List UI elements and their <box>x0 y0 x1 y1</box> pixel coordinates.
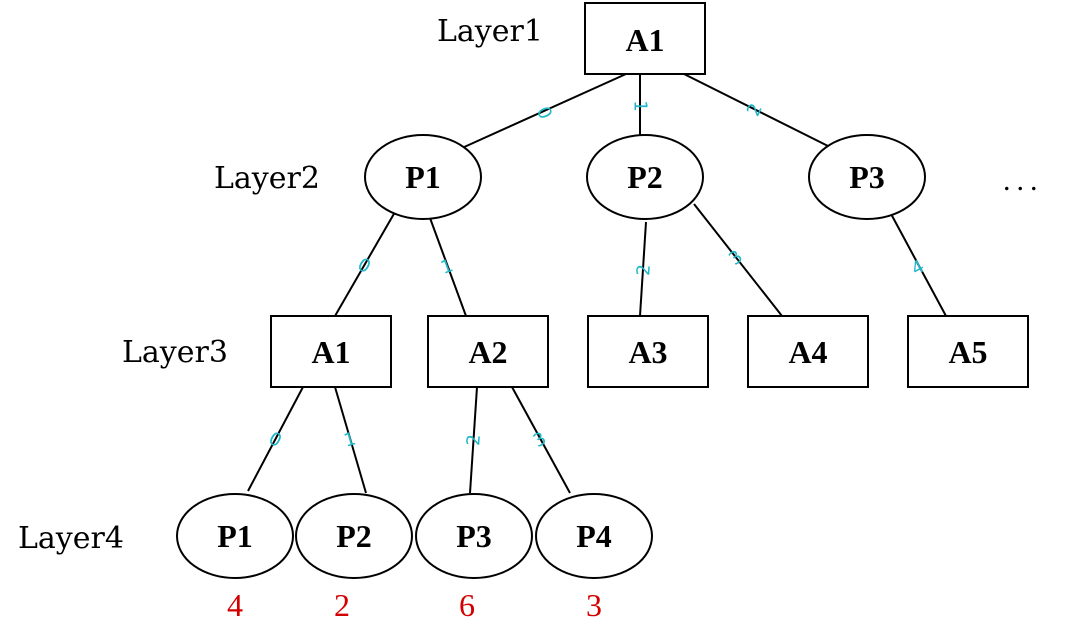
edge-p1-a2 <box>429 217 467 317</box>
layer2-node-p3-label: P3 <box>849 159 885 195</box>
edge-root-p3 <box>683 73 833 149</box>
root-node-label: A1 <box>625 22 664 58</box>
layer3-node-a1: A1 <box>270 315 392 388</box>
edge-label-a1-p2: 1 <box>342 428 359 451</box>
edge-label-root-p2: 1 <box>630 100 651 111</box>
leaf-scores: 4 2 6 3 <box>227 587 602 623</box>
edge-label-p2-a3: 2 <box>633 264 655 277</box>
layer4-node-p1: P1 <box>176 493 294 579</box>
leaf-score-p4: 3 <box>586 587 602 623</box>
more-nodes-ellipsis: ... <box>1003 164 1044 197</box>
leaf-score-p1: 4 <box>227 587 243 623</box>
layer3-label: Layer3 <box>122 335 228 370</box>
layer4-node-p4-label: P4 <box>576 518 612 554</box>
layer2-node-p3: P3 <box>808 134 926 220</box>
layer3-node-a3-label: A3 <box>628 334 667 370</box>
layer2-node-p2: P2 <box>586 134 704 220</box>
edge-a1-p1 <box>247 386 304 492</box>
edge-p3-a5 <box>889 211 947 317</box>
root-node: A1 <box>584 2 706 75</box>
layer3-node-a3: A3 <box>587 315 709 388</box>
layer1-label: Layer1 <box>437 14 543 49</box>
layer3-node-a5: A5 <box>907 315 1029 388</box>
edge-p1-a1 <box>334 211 396 317</box>
edge-a1-p2 <box>334 386 367 494</box>
edge-label-p1-a2: 1 <box>438 255 456 279</box>
layer4-node-p4: P4 <box>535 493 653 579</box>
layer2-node-p1-label: P1 <box>405 159 441 195</box>
layer4-label: Layer4 <box>18 521 124 556</box>
edge-label-a1-p1: 0 <box>265 428 285 452</box>
edge-a2-p4 <box>511 386 571 494</box>
layer-labels: Layer1 Layer2 Layer3 Layer4 <box>18 14 543 556</box>
layer3-node-a4-label: A4 <box>788 334 827 370</box>
edge-label-a2-p3: 2 <box>463 434 485 447</box>
layer2-node-p1: P1 <box>364 134 482 220</box>
layer2-label: Layer2 <box>214 161 320 196</box>
edges <box>247 73 947 494</box>
leaf-score-p3: 6 <box>459 587 475 623</box>
layer3-node-a5-label: A5 <box>948 334 987 370</box>
layer3-node-a4: A4 <box>747 315 869 388</box>
layer4-node-p3: P3 <box>415 493 533 579</box>
edge-label-p1-a1: 0 <box>354 254 374 278</box>
layer3-node-a2-label: A2 <box>468 334 507 370</box>
layer3-node-a1-label: A1 <box>311 334 350 370</box>
layer4-node-p1-label: P1 <box>217 518 253 554</box>
layer3-node-a2: A2 <box>427 315 549 388</box>
layer4-node-p3-label: P3 <box>456 518 492 554</box>
layer4-node-p2-label: P2 <box>336 518 372 554</box>
layer4-node-p2: P2 <box>295 493 413 579</box>
edge-p2-a4 <box>693 203 783 317</box>
edge-root-p1 <box>461 73 627 149</box>
leaf-score-p2: 2 <box>334 587 350 623</box>
edge-label-root-p3: 2 <box>743 100 767 119</box>
edge-label-a2-p4: 3 <box>530 428 550 452</box>
edge-p2-a3 <box>639 221 647 317</box>
edge-a2-p3 <box>469 386 478 494</box>
edge-label-root-p1: 0 <box>532 103 556 122</box>
layer2-node-p2-label: P2 <box>627 159 663 195</box>
